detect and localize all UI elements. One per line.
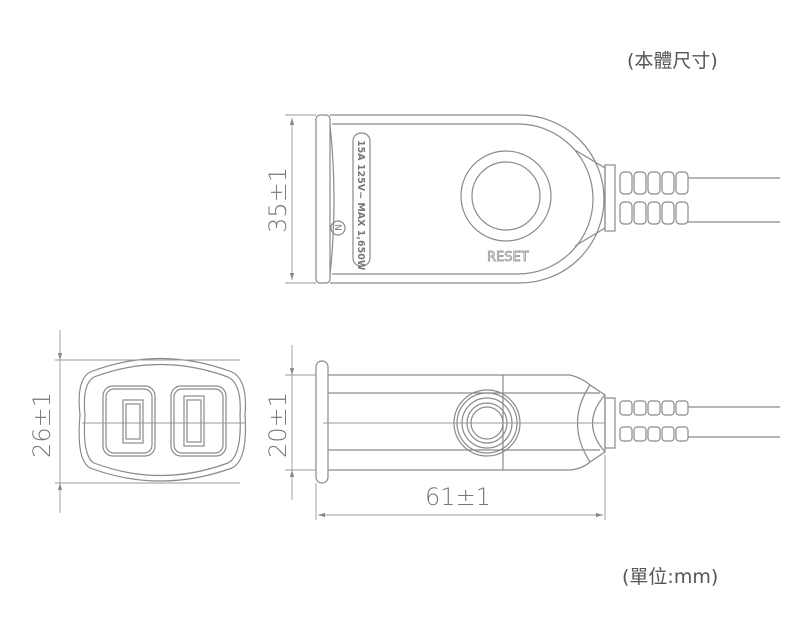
reset-button-side bbox=[453, 389, 521, 457]
rating-capsule bbox=[352, 132, 371, 267]
grip-ribs bbox=[619, 171, 689, 225]
body-size-note: (本體尺寸) bbox=[627, 50, 718, 72]
reset-button-outer bbox=[460, 150, 552, 242]
front-view: 26±1 bbox=[28, 330, 247, 513]
dimension-20: 20±1 bbox=[264, 392, 292, 458]
top-view: RESET 15A 125V~ MAX 1,650W N 35±1 bbox=[264, 114, 780, 284]
dimension-61: 61±1 bbox=[425, 483, 491, 511]
rating-label: 15A 125V~ MAX 1,650W bbox=[355, 140, 366, 271]
dimension-26: 26±1 bbox=[28, 392, 56, 458]
reset-label: RESET bbox=[487, 250, 529, 265]
socket-right bbox=[170, 385, 227, 457]
cable bbox=[688, 177, 780, 223]
socket-left bbox=[102, 385, 156, 457]
n-mark-icon bbox=[330, 220, 346, 236]
reset-button bbox=[471, 161, 541, 231]
unit-note: (單位:mm) bbox=[622, 566, 719, 588]
side-view: 20±1 61±1 bbox=[264, 345, 780, 520]
n-mark: N bbox=[332, 224, 342, 231]
dimension-35: 35±1 bbox=[264, 167, 292, 233]
